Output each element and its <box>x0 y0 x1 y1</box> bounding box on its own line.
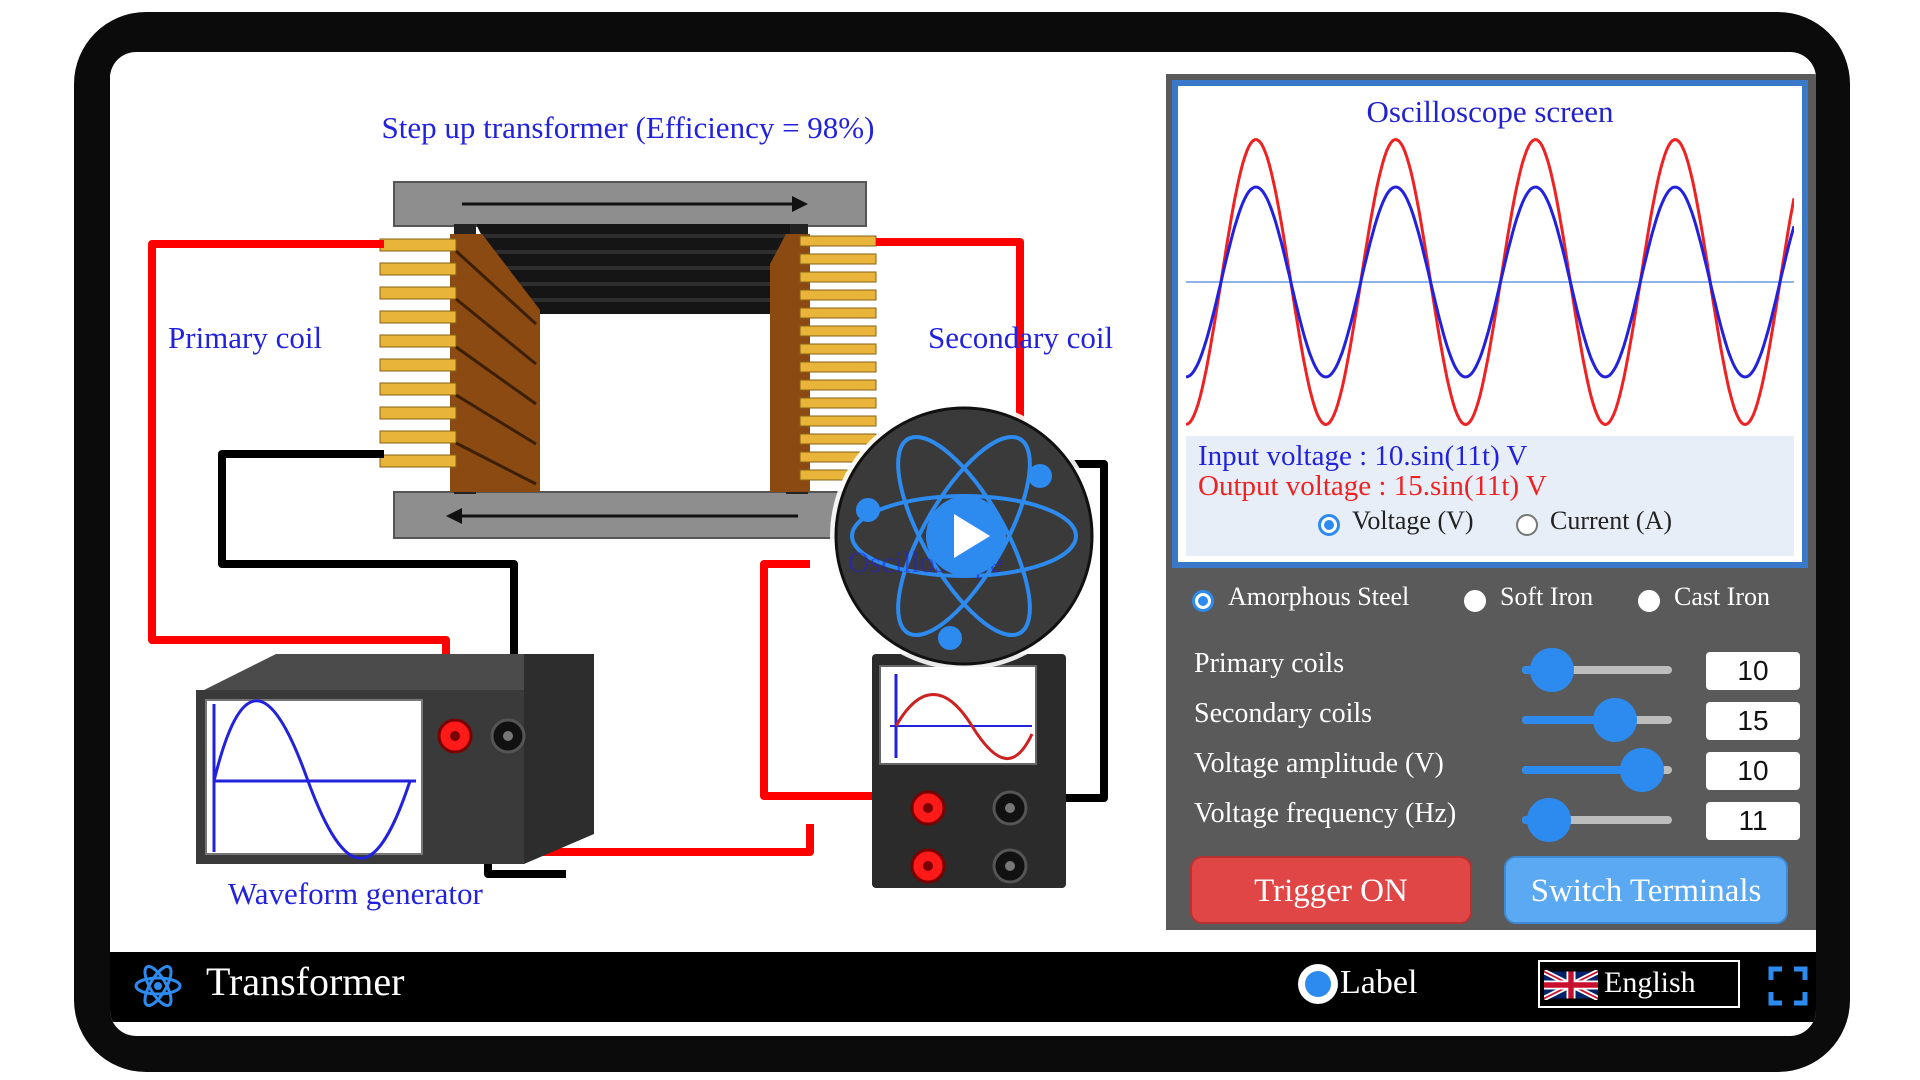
oscilloscope-screen: Oscilloscope screen Input voltage : 10.s… <box>1172 80 1808 568</box>
soft-iron-radio[interactable] <box>1464 590 1486 612</box>
transformer-title: Step up transformer (Efficiency = 98%) <box>382 110 875 145</box>
oscilloscope-graph <box>1186 138 1794 427</box>
primary-coil <box>379 234 540 492</box>
trigger-button[interactable]: Trigger ON <box>1190 856 1472 924</box>
waveform-generator-label: Waveform generator <box>228 876 484 911</box>
app-footer: Transformer Label English <box>110 952 1816 1022</box>
current-mode-radio[interactable] <box>1516 514 1538 536</box>
voltage-amplitude-slider[interactable] <box>1522 748 1672 792</box>
label-toggle-radio[interactable] <box>1298 964 1338 1004</box>
input-voltage-wave <box>1186 185 1794 379</box>
output-voltage-wave <box>1186 138 1794 427</box>
secondary-coil-label: Secondary coil <box>928 320 1113 355</box>
output-voltage-readout: Output voltage : 15.sin(11t) V <box>1198 470 1547 502</box>
fullscreen-icon[interactable] <box>1768 966 1808 1006</box>
primary-coil-label: Primary coil <box>168 320 322 355</box>
voltage-amplitude-label: Voltage amplitude (V) <box>1194 748 1444 779</box>
primary-coils-slider[interactable] <box>1522 648 1672 692</box>
secondary-coils-slider[interactable] <box>1522 698 1672 742</box>
waveform-generator <box>196 654 594 864</box>
circuit-svg: Step up transformer (Efficiency = 98%) <box>148 110 1113 911</box>
voltage-frequency-value[interactable]: 11 <box>1706 802 1800 840</box>
amorphous-steel-radio[interactable] <box>1192 590 1214 612</box>
cast-iron-label: Cast Iron <box>1674 582 1771 611</box>
primary-coils-label: Primary coils <box>1194 648 1345 679</box>
oscilloscope-device <box>872 654 1066 888</box>
input-voltage-readout: Input voltage : 10.sin(11t) V <box>1198 440 1528 472</box>
slider-handle[interactable] <box>1527 798 1571 842</box>
voltage-frequency-label: Voltage frequency (Hz) <box>1194 798 1457 829</box>
secondary-red-wire-2 <box>760 560 940 800</box>
secondary-coils-label: Secondary coils <box>1194 698 1373 729</box>
primary-coils-value[interactable]: 10 <box>1706 652 1800 690</box>
app-title: Transformer <box>206 959 405 1004</box>
slider-handle[interactable] <box>1530 648 1574 692</box>
simulation-area: Step up transformer (Efficiency = 98%) <box>110 74 1816 1022</box>
slider-handle[interactable] <box>1620 748 1664 792</box>
label-toggle-label: Label <box>1340 964 1418 1001</box>
voltage-mode-radio[interactable] <box>1318 514 1340 536</box>
language-selector[interactable]: English <box>1538 960 1740 1008</box>
secondary-coils-value[interactable]: 15 <box>1706 702 1800 740</box>
amorphous-steel-label: Amorphous Steel <box>1228 582 1410 611</box>
control-panel: Oscilloscope screen Input voltage : 10.s… <box>1166 74 1816 930</box>
voltage-amplitude-value[interactable]: 10 <box>1706 752 1800 790</box>
soft-iron-label: Soft Iron <box>1500 582 1594 611</box>
secondary-coil <box>770 234 877 492</box>
switch-terminals-button[interactable]: Switch Terminals <box>1504 856 1788 924</box>
current-mode-label: Current (A) <box>1550 506 1673 535</box>
play-icon <box>954 514 990 558</box>
voltage-mode-label: Voltage (V) <box>1352 506 1474 535</box>
oscilloscope-readout: Input voltage : 10.sin(11t) V Output vol… <box>1186 436 1794 556</box>
language-label: English <box>1604 966 1696 999</box>
oscilloscope-screen-title: Oscilloscope screen <box>1366 94 1614 129</box>
video-play-overlay[interactable]: Oscilloscope <box>828 400 1100 672</box>
atom-icon <box>134 965 182 1007</box>
uk-flag-icon <box>1544 970 1598 1000</box>
cast-iron-radio[interactable] <box>1638 590 1660 612</box>
circuit-diagram: Step up transformer (Efficiency = 98%) <box>110 74 1166 930</box>
app-screen: Step up transformer (Efficiency = 98%) <box>110 52 1816 1036</box>
voltage-frequency-slider[interactable] <box>1522 798 1672 842</box>
slider-handle[interactable] <box>1593 698 1637 742</box>
